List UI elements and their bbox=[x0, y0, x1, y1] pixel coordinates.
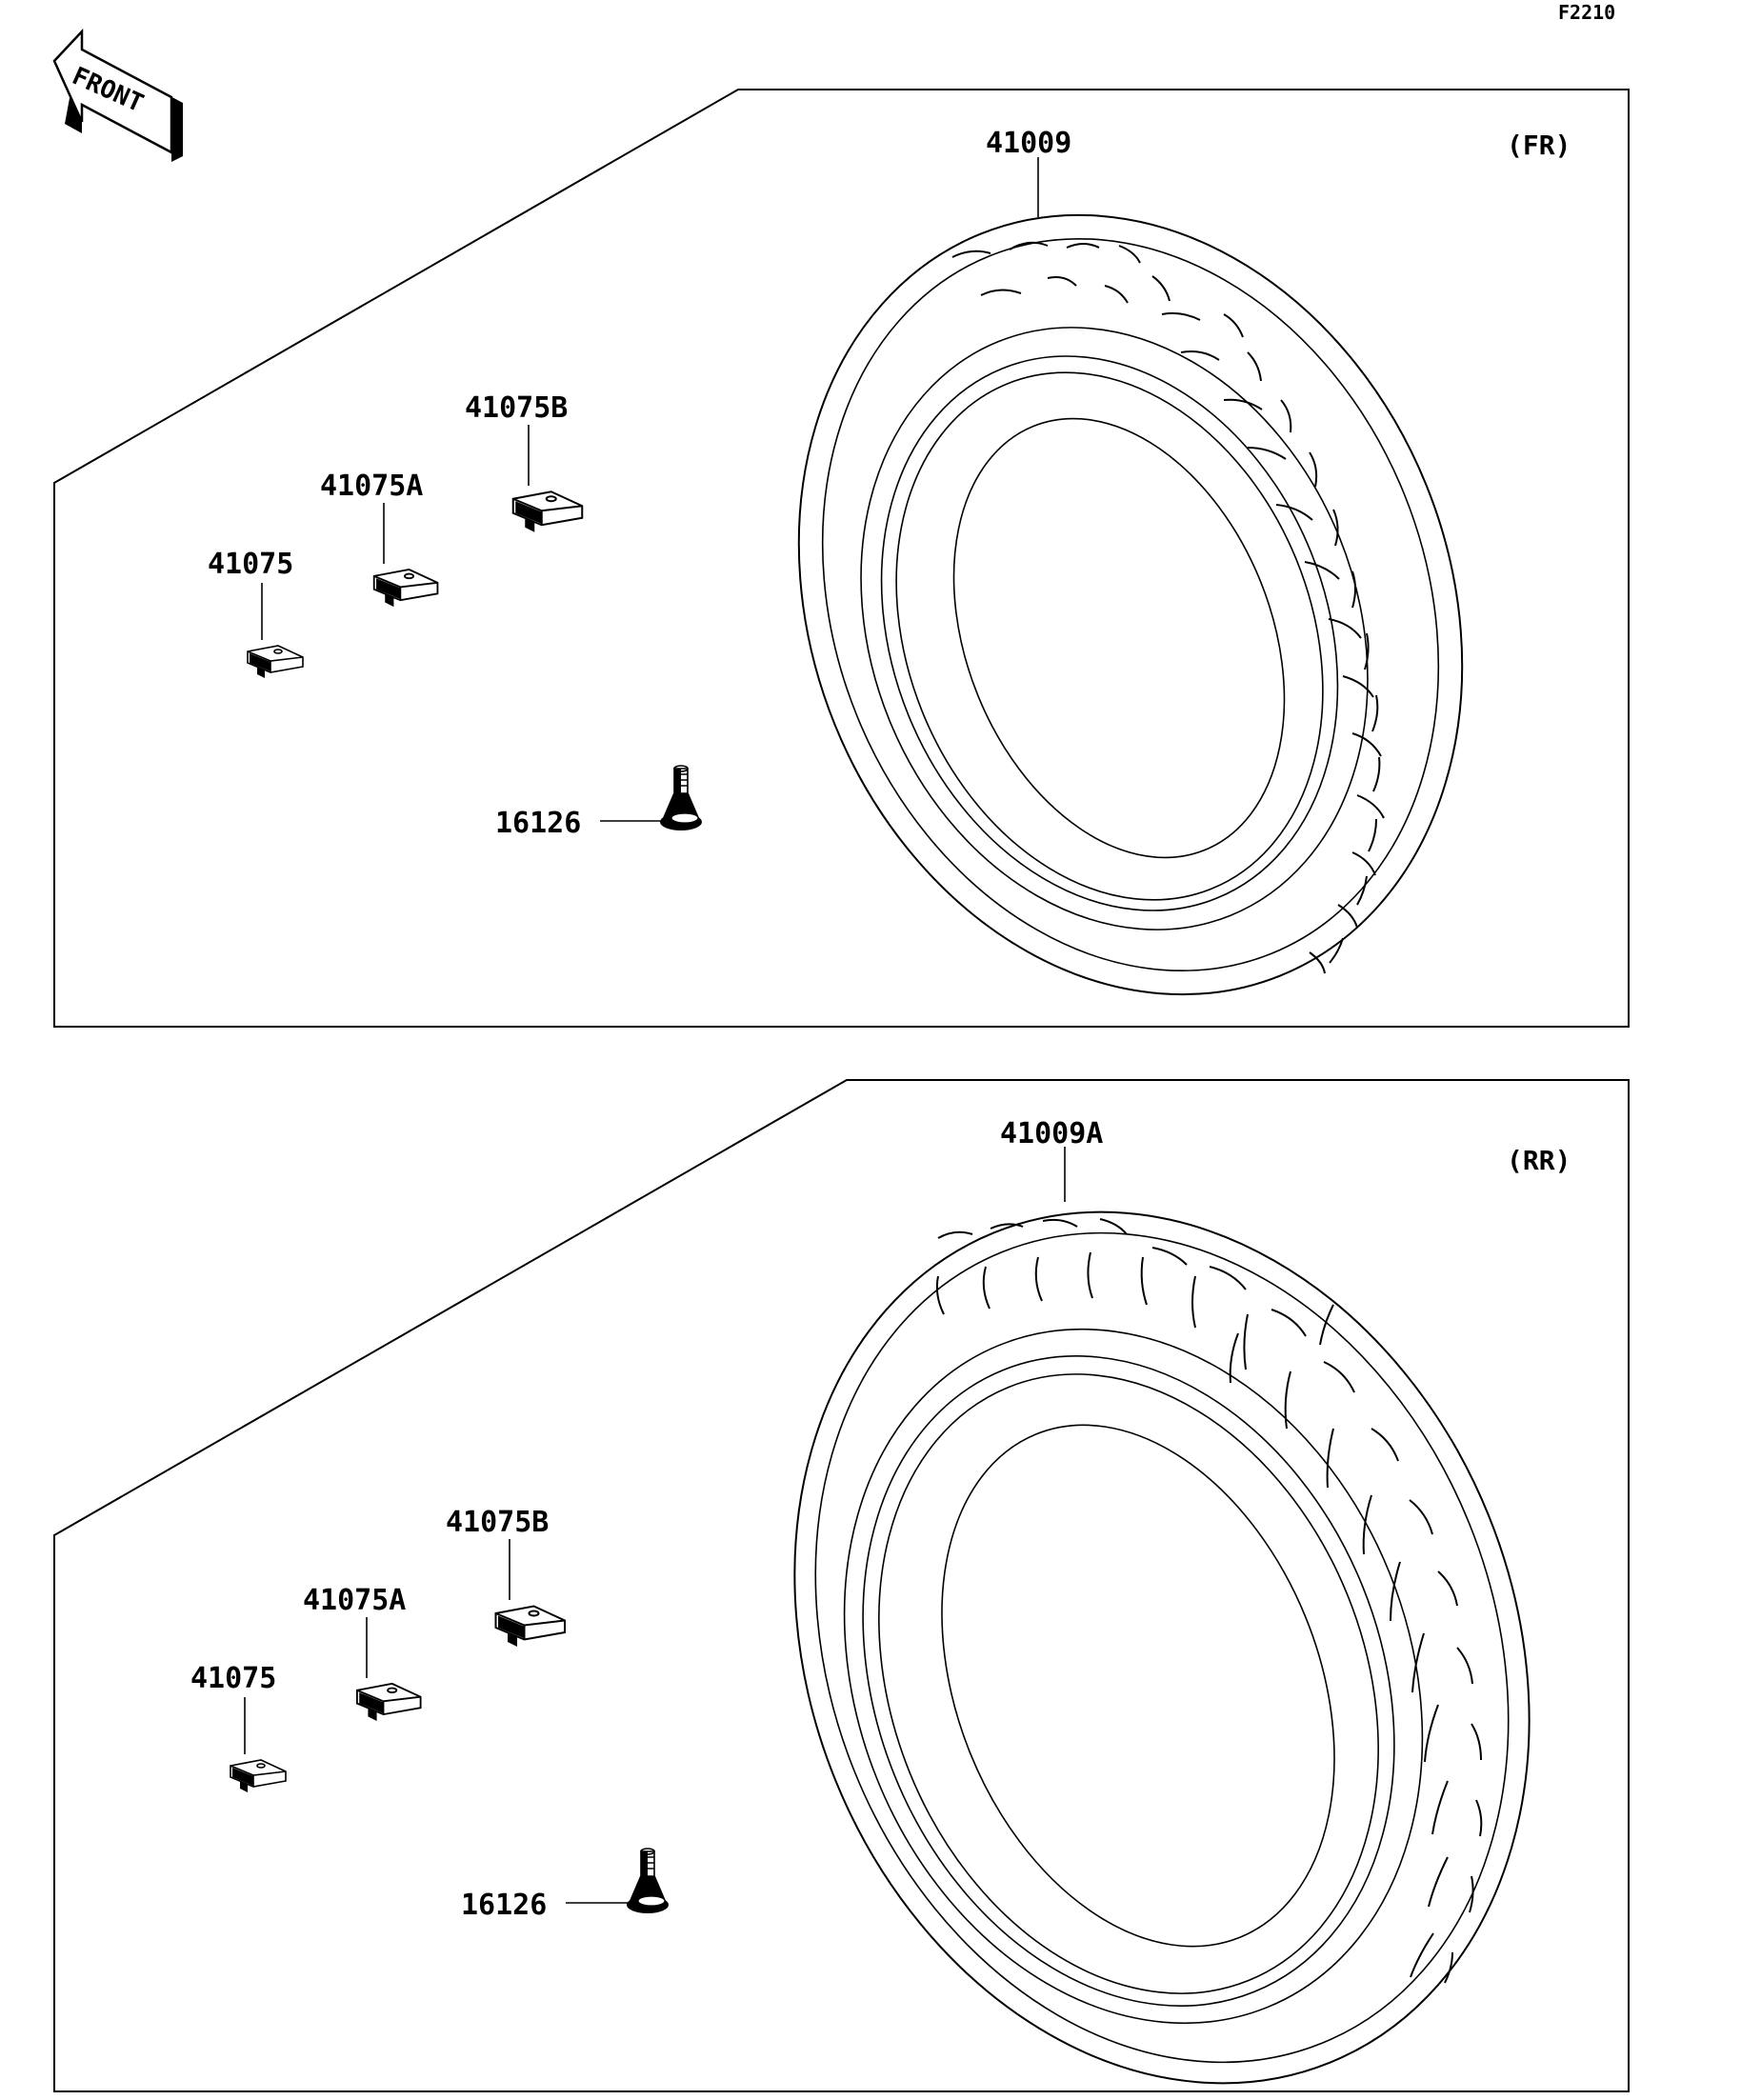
front-weight-41075A: 41075A bbox=[320, 470, 439, 609]
rear-weight-41075: 41075 bbox=[190, 1662, 287, 1793]
front-tire-tread bbox=[951, 241, 1385, 974]
panel-rear-frame bbox=[53, 1079, 1630, 2092]
panel-rear-position: (RR) bbox=[1507, 1145, 1571, 1176]
panel-front: (FR) bbox=[53, 89, 1630, 1028]
svg-text:41075A: 41075A bbox=[303, 1584, 406, 1617]
svg-text:41075B: 41075B bbox=[446, 1506, 549, 1539]
front-arrow-icon: FRONT bbox=[52, 28, 183, 162]
svg-text:41075: 41075 bbox=[190, 1662, 276, 1695]
svg-text:41075B: 41075B bbox=[465, 391, 568, 425]
front-weight-41075: 41075 bbox=[208, 548, 304, 679]
front-tire bbox=[797, 213, 1464, 996]
front-weight-41075B: 41075B bbox=[465, 391, 584, 533]
rear-valve: 16126 bbox=[461, 1848, 670, 1922]
svg-text:41075A: 41075A bbox=[320, 470, 423, 503]
front-valve: 16126 bbox=[495, 765, 703, 840]
panel-front-frame bbox=[53, 89, 1630, 1028]
panel-rear: (RR) bbox=[53, 1079, 1630, 2092]
panel-front-position: (FR) bbox=[1507, 130, 1571, 161]
rear-weight-41075A: 41075A bbox=[303, 1584, 422, 1722]
rear-tire-part-number: 41009A bbox=[1000, 1117, 1103, 1150]
front-tire-part-number: 41009 bbox=[986, 127, 1071, 160]
figure-code: F2210 bbox=[1558, 1, 1615, 24]
rear-tire-tread bbox=[935, 1218, 1483, 1984]
svg-text:41075: 41075 bbox=[208, 548, 293, 581]
svg-text:16126: 16126 bbox=[495, 807, 581, 840]
rear-tire bbox=[793, 1210, 1531, 2085]
svg-text:16126: 16126 bbox=[461, 1889, 547, 1922]
rear-weight-41075B: 41075B bbox=[446, 1506, 566, 1648]
